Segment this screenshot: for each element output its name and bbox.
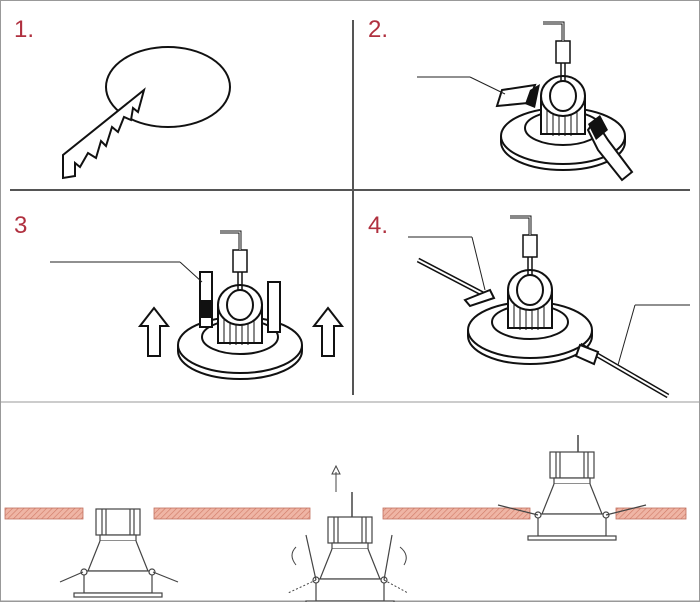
lamp-position-2 xyxy=(287,464,409,602)
lamp-position-3 xyxy=(497,435,647,541)
step-label-1: 1. xyxy=(14,16,35,43)
ceiling-board xyxy=(615,507,687,520)
ceiling-board xyxy=(4,507,84,520)
step-label-2: 2. xyxy=(368,16,389,43)
spring-clip-right xyxy=(574,343,600,366)
saw-icon xyxy=(62,87,146,180)
step4-illustration xyxy=(408,215,690,399)
arrow-up-icon xyxy=(137,306,171,357)
step3-illustration xyxy=(50,230,345,381)
lamp-position-1 xyxy=(59,508,179,598)
ceiling-boards xyxy=(4,507,687,520)
step2-illustration xyxy=(417,21,634,182)
step-label-3: 3 xyxy=(14,212,28,239)
arrow-up-icon xyxy=(331,464,341,492)
spring-clip-right xyxy=(267,281,281,333)
arrow-up-icon xyxy=(311,306,345,357)
step1-illustration xyxy=(62,46,231,180)
rotate-arrow-icon xyxy=(291,546,297,566)
spring-clip-left xyxy=(199,271,213,328)
rotate-arrow-icon xyxy=(399,546,407,566)
spring-clip-left xyxy=(463,288,496,308)
ceiling-board xyxy=(382,507,531,520)
step-label-4: 4. xyxy=(368,212,389,239)
ceiling-board xyxy=(153,507,311,520)
